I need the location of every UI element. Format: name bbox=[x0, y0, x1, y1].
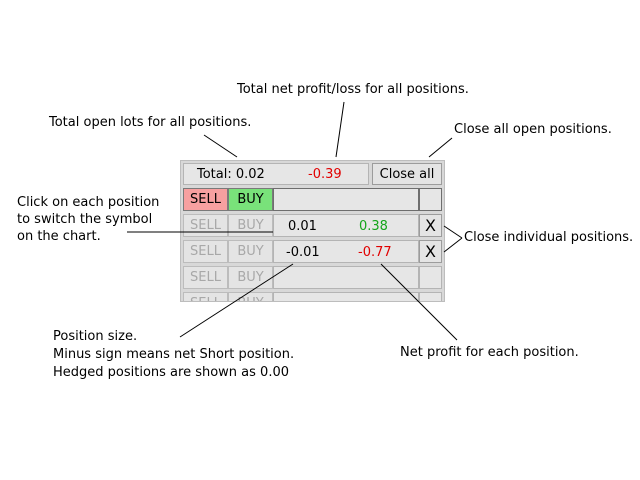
position-lots: -0.01 bbox=[286, 245, 320, 260]
annotation-close-all: Close all open positions. bbox=[454, 122, 612, 137]
close-all-button[interactable]: Close all bbox=[372, 163, 442, 185]
buy-button[interactable]: BUY bbox=[228, 240, 273, 263]
annotation-total-lots: Total open lots for all positions. bbox=[49, 115, 252, 130]
annotation-total-profit: Total net profit/loss for all positions. bbox=[237, 82, 469, 97]
leader-close-all bbox=[428, 137, 453, 158]
sell-button-active[interactable]: SELL bbox=[183, 188, 228, 211]
leader-close-individual-1 bbox=[443, 225, 463, 239]
sell-button[interactable]: SELL bbox=[183, 266, 228, 289]
empty-position-row bbox=[273, 292, 419, 301]
buy-button-active[interactable]: BUY bbox=[228, 188, 273, 211]
leader-total-profit bbox=[335, 101, 345, 158]
totals-bar: Total: 0.02 -0.39 bbox=[183, 163, 369, 185]
sell-button[interactable]: SELL bbox=[183, 292, 228, 301]
empty-close-slot bbox=[419, 266, 442, 289]
position-row[interactable]: -0.01 -0.77 bbox=[273, 240, 419, 263]
leader-total-lots bbox=[203, 134, 238, 158]
sell-button[interactable]: SELL bbox=[183, 214, 228, 237]
sell-button[interactable]: SELL bbox=[183, 240, 228, 263]
symbol-close-slot bbox=[419, 188, 442, 211]
total-lots-text: Total: 0.02 bbox=[197, 167, 265, 182]
position-row[interactable]: 0.01 0.38 bbox=[273, 214, 419, 237]
position-lots: 0.01 bbox=[288, 219, 317, 234]
buy-button[interactable]: BUY bbox=[228, 266, 273, 289]
symbol-field bbox=[273, 188, 419, 211]
annotation-net-profit-each: Net profit for each position. bbox=[400, 345, 579, 360]
buy-button[interactable]: BUY bbox=[228, 292, 273, 301]
total-profit-text: -0.39 bbox=[308, 167, 342, 182]
close-position-button[interactable]: X bbox=[419, 214, 442, 237]
annotation-click-position: Click on each position to switch the sym… bbox=[17, 195, 160, 244]
close-position-button[interactable]: X bbox=[419, 240, 442, 263]
annotation-position-size: Position size. Minus sign means net Shor… bbox=[53, 329, 295, 380]
positions-panel: Total: 0.02 -0.39 Close all SELL BUY SEL… bbox=[180, 160, 445, 302]
buy-button[interactable]: BUY bbox=[228, 214, 273, 237]
empty-close-slot bbox=[419, 292, 442, 301]
annotation-close-individual: Close individual positions. bbox=[464, 230, 634, 245]
leader-close-individual-2 bbox=[443, 237, 463, 253]
empty-position-row bbox=[273, 266, 419, 289]
position-profit: -0.77 bbox=[358, 245, 392, 260]
position-profit: 0.38 bbox=[359, 219, 388, 234]
